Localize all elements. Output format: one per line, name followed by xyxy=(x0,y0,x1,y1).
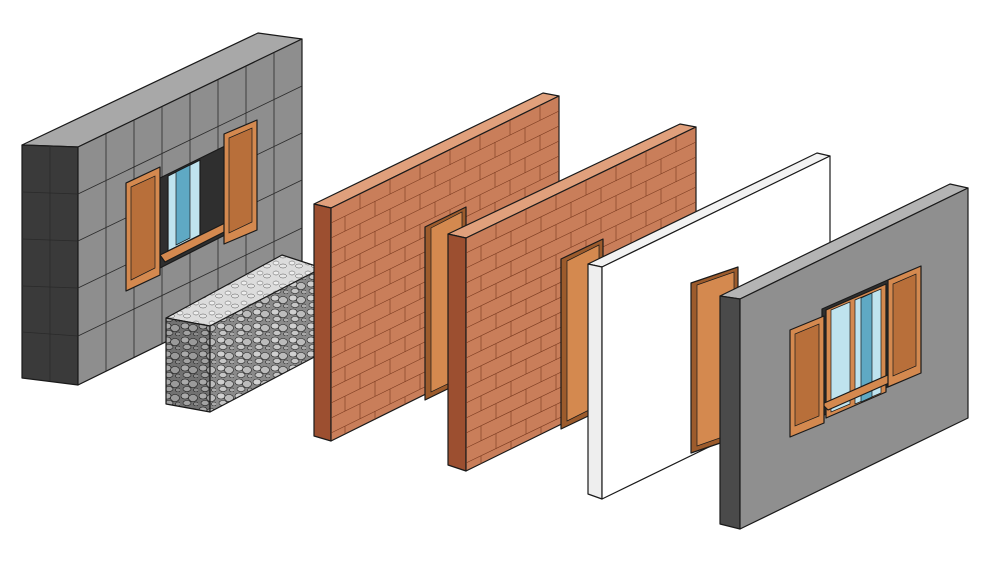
stone-wall-left-shutter xyxy=(125,166,161,292)
rubble-masonry-layer xyxy=(165,254,323,413)
rendered-wall-layer xyxy=(719,183,969,530)
rendered-wall-left-shutter xyxy=(789,315,825,438)
rendered-wall-right-shutter xyxy=(887,265,922,388)
stone-wall-right-shutter xyxy=(223,119,258,245)
